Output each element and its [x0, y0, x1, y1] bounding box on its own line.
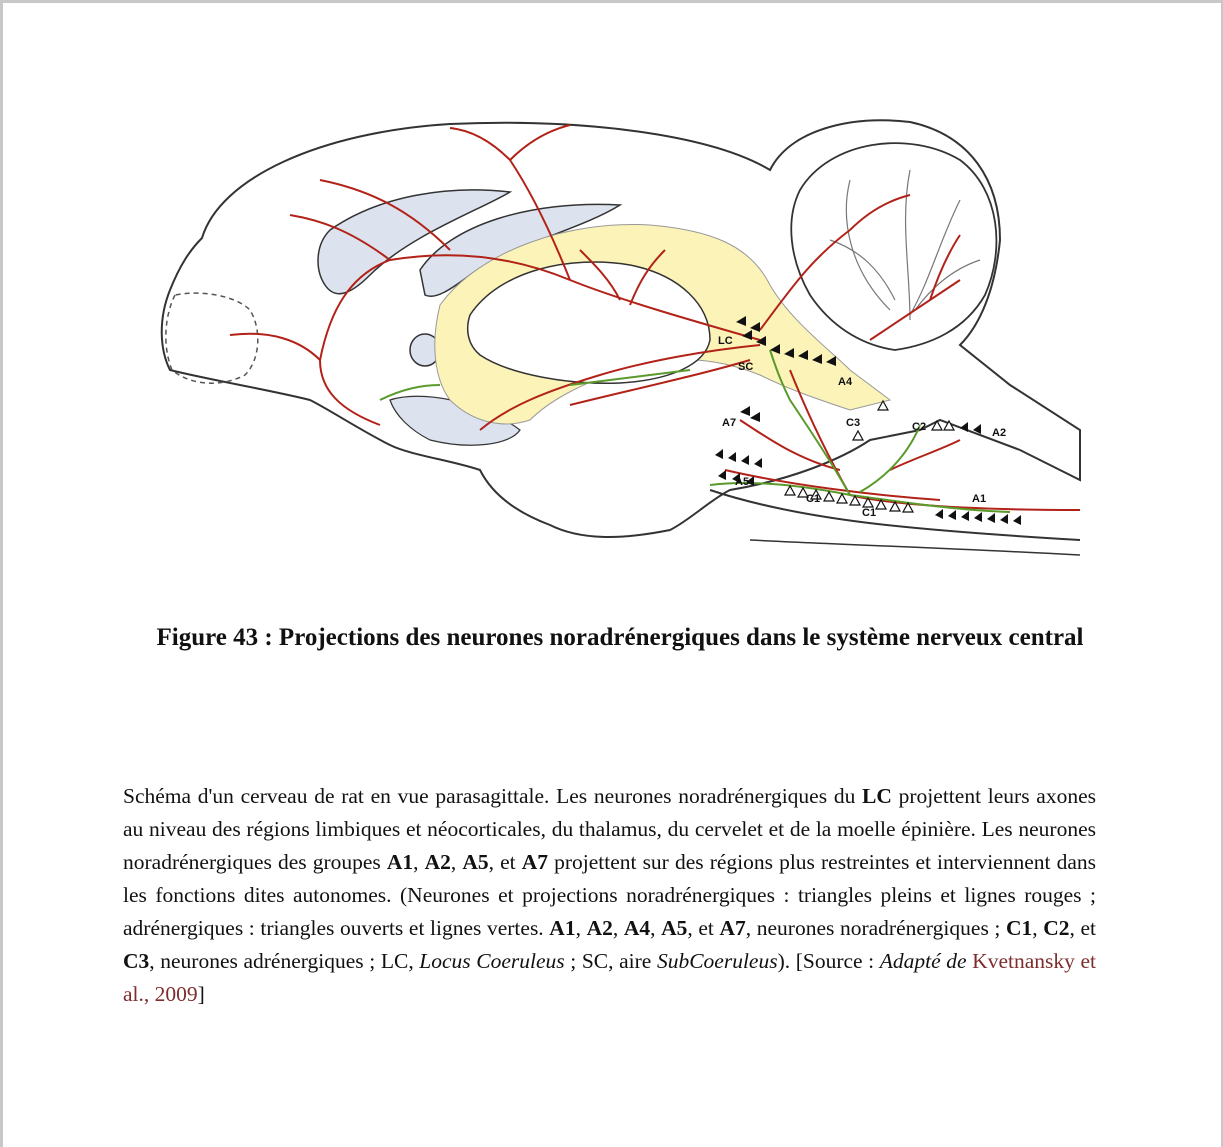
spinal-border — [750, 540, 1080, 555]
label-lc: LC — [718, 335, 733, 347]
text-segment: , et — [489, 850, 522, 874]
label-a4: A4 — [838, 376, 853, 388]
figure-caption-title: Figure 43 : Projections des neurones nor… — [100, 622, 1140, 654]
bold-term-a4: A4 — [624, 916, 650, 940]
italic-locus-coeruleus: Locus Coeruleus — [419, 949, 564, 973]
label-a7: A7 — [722, 417, 736, 429]
bold-term-a5: A5 — [661, 916, 687, 940]
bold-term-a1: A1 — [387, 850, 413, 874]
label-c2: C2 — [912, 421, 926, 433]
rat-brain-sagittal-diagram: LC SC A4 A7 C3 C2 A2 A5 C1 C1 A1 — [150, 100, 1090, 580]
text-segment: ; SC, aire — [565, 949, 657, 973]
italic-adapte-de: Adapté de — [880, 949, 967, 973]
label-c1-right: C1 — [862, 507, 876, 519]
label-c3: C3 — [846, 417, 860, 429]
bold-term-a2: A2 — [425, 850, 451, 874]
text-segment: , — [413, 850, 424, 874]
text-segment: , — [1032, 916, 1043, 940]
bold-term-a1: A1 — [549, 916, 575, 940]
text-segment: , et — [1070, 916, 1097, 940]
text-segment: Schéma d'un cerveau de rat en vue parasa… — [123, 784, 862, 808]
text-segment: , neurones noradrénergiques ; — [746, 916, 1006, 940]
label-c1-left: C1 — [806, 493, 820, 505]
label-a1: A1 — [972, 493, 986, 505]
bold-term-lc: LC — [862, 784, 892, 808]
label-a2: A2 — [992, 427, 1006, 439]
text-segment: , — [613, 916, 624, 940]
bold-term-c2: C2 — [1043, 916, 1069, 940]
brain-diagram-figure: LC SC A4 A7 C3 C2 A2 A5 C1 C1 A1 — [150, 100, 1090, 580]
text-segment: , neurones adrénergiques ; LC, — [149, 949, 419, 973]
text-segment: ). [Source : — [778, 949, 880, 973]
bold-term-a5: A5 — [462, 850, 488, 874]
text-segment: ] — [198, 982, 205, 1006]
figure-description-paragraph: Schéma d'un cerveau de rat en vue parasa… — [123, 780, 1096, 1011]
bold-term-a2: A2 — [587, 916, 613, 940]
text-segment: , — [451, 850, 462, 874]
text-segment: , et — [687, 916, 719, 940]
label-sc: SC — [738, 361, 753, 373]
brainstem-lower-border — [710, 490, 1080, 540]
bold-term-a7: A7 — [719, 916, 745, 940]
italic-subcoeruleus: SubCoeruleus — [657, 949, 778, 973]
bold-term-a7: A7 — [522, 850, 548, 874]
bold-term-c1: C1 — [1006, 916, 1032, 940]
bold-term-c3: C3 — [123, 949, 149, 973]
text-segment: , — [576, 916, 587, 940]
text-segment: , — [650, 916, 661, 940]
label-a5: A5 — [735, 476, 749, 488]
